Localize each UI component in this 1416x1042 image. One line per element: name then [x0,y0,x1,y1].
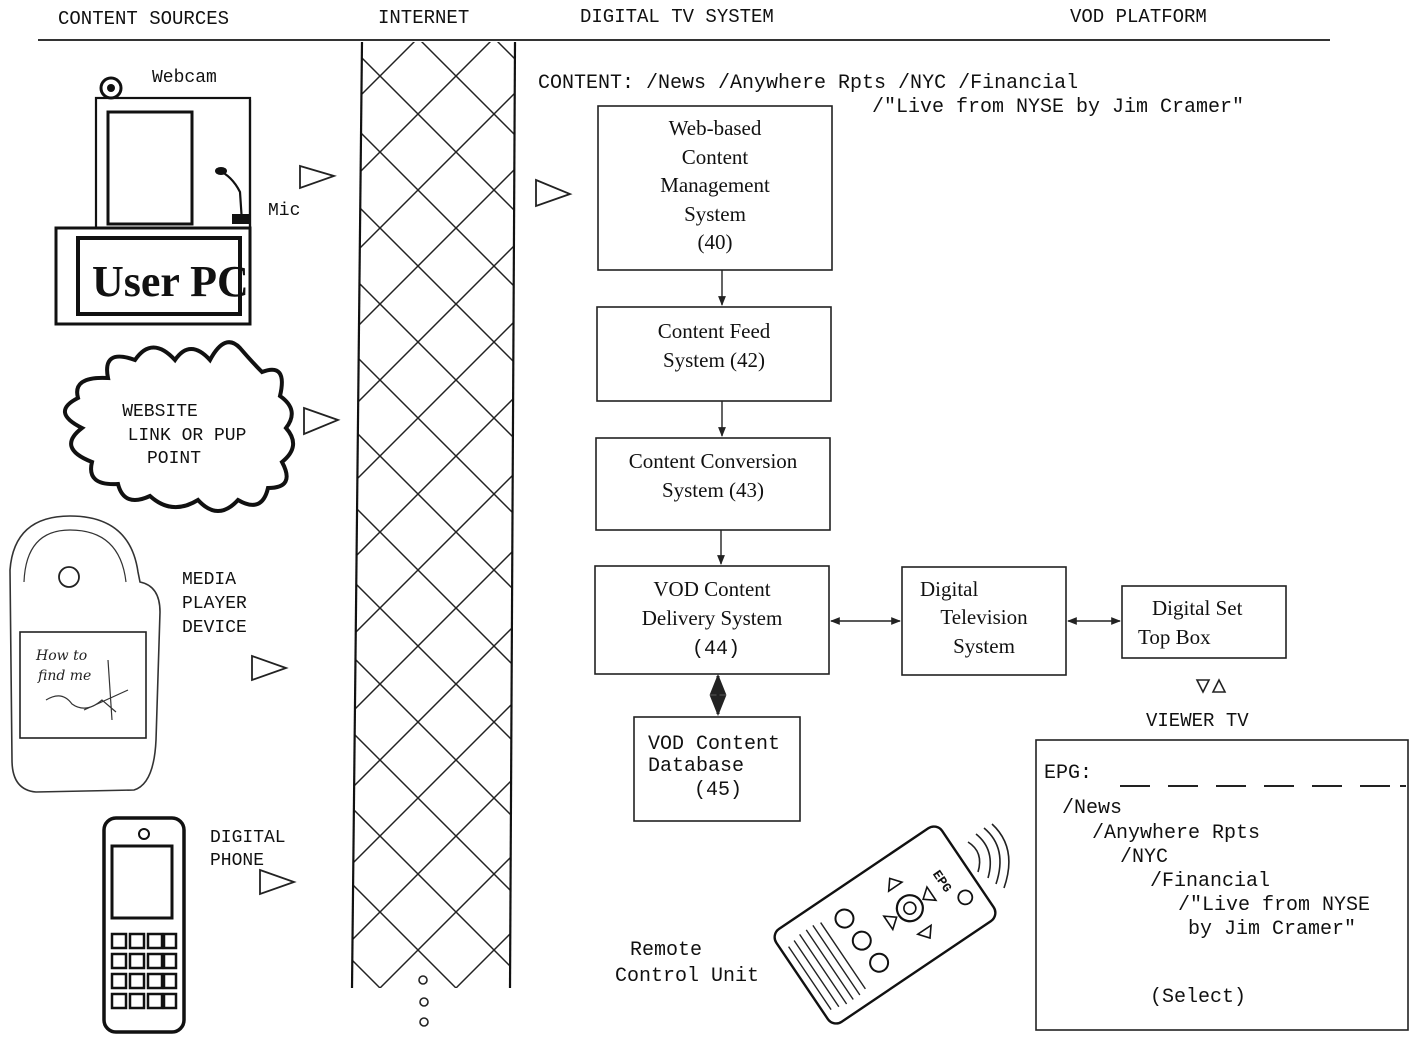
device-button-icon [58,566,80,588]
device-map-scribble [45,659,129,721]
stb-label-line1: Digital Set [1152,596,1243,620]
website-label-line3: POINT [147,449,201,469]
digital-tv-system-box: Digital Television System [901,566,1067,676]
cms-box: Web-based Content Management System (40) [597,105,833,271]
epg-item-financial[interactable]: /Financial [1150,870,1270,893]
media-player-label-line2: PLAYER [182,594,247,614]
remote-power-button[interactable] [956,888,975,907]
digital-phone-label-line1: DIGITAL [210,828,286,848]
device-screen-line2: find me [37,668,91,684]
media-to-internet-arrow [251,654,289,682]
media-player-label-line1: MEDIA [182,570,236,590]
phone-screen [110,844,174,920]
webcam-label: Webcam [152,68,217,88]
remote-stripes [788,922,866,1010]
content-conversion-box: Content Conversion System (43) [595,437,831,531]
remote-right-arrow-icon[interactable] [919,885,938,906]
cms-label-line3: Management [660,173,770,197]
media-player-label-line3: DEVICE [182,618,247,638]
phone-keypad [110,932,178,1010]
stb-label-line2: Top Box [1138,625,1211,649]
remote-button-3[interactable] [867,950,892,975]
header-internet: INTERNET [378,7,469,29]
remote-signal-waves-icon [967,823,1010,889]
database-label-line2: Database [648,755,744,778]
database-label-line1: VOD Content [648,733,780,756]
cms-label-line2: Content [682,145,749,169]
internet-to-cms-arrow [535,178,573,208]
feed-label-line2: System (42) [663,348,765,372]
monitor-screen [106,110,194,226]
dtv-label-line1: Digital [920,577,978,601]
epg-item-news[interactable]: /News [1062,797,1122,820]
content-line-1: CONTENT: /News /Anywhere Rpts /NYC /Fina… [538,72,1078,95]
viewer-tv-label: VIEWER TV [1146,710,1249,732]
digital-phone [102,816,186,1034]
epg-select-button[interactable]: (Select) [1150,986,1246,1009]
pc-label-plate [76,236,242,316]
content-line-2: /"Live from NYSE by Jim Cramer" [872,96,1244,119]
user-pc-label: User PC [92,257,249,306]
epg-item-jim-cramer[interactable]: by Jim Cramer" [1188,918,1356,941]
remote-label-line1: Remote [630,939,702,962]
remote-button-1[interactable] [832,906,857,931]
epg-item-anywhere-rpts[interactable]: /Anywhere Rpts [1092,822,1260,845]
dtv-label-line2: Television [940,605,1028,629]
remote-down-arrow-icon[interactable] [915,923,937,942]
website-label-line2: LINK OR PUP [128,426,247,446]
delivery-label-line1: VOD Content [653,577,770,601]
header-content-sources: CONTENT SOURCES [58,8,229,30]
viewer-tv-screen: EPG: /News /Anywhere Rpts /NYC /Financia… [1035,739,1409,1031]
user-pc: User PC [54,76,252,326]
epg-label: EPG: [1044,762,1092,785]
remote-up-arrow-icon[interactable] [883,874,904,893]
remote-left-arrow-icon[interactable] [882,911,901,932]
dtv-label-line3: System [953,634,1015,658]
phone-to-internet-arrow [259,868,297,896]
set-top-box: Digital Set Top Box [1121,585,1287,659]
phone-camera-icon [138,828,150,840]
mic-label: Mic [268,201,300,221]
remote-button-2[interactable] [849,928,874,953]
epg-item-nyc[interactable]: /NYC [1120,846,1168,869]
media-player-device: How to find me [9,515,161,793]
website-label-line1: WEBSITE [122,402,198,422]
cms-label-line1: Web-based [669,116,762,140]
mic-icon [215,167,250,224]
database-label-line3: (45) [694,779,742,802]
cms-label-line4: System [684,202,746,226]
vod-database-box: VOD Content Database (45) [633,716,801,822]
remote-control: EPG [773,825,997,1025]
digital-phone-label-line2: PHONE [210,851,264,871]
pc-to-internet-arrow [299,164,337,190]
conversion-label-line1: Content Conversion [629,449,798,473]
header-digital-tv-system: DIGITAL TV SYSTEM [580,6,774,28]
continuation-dots [418,975,429,1027]
feed-label-line1: Content Feed [658,319,771,343]
website-to-internet-arrow [303,406,341,436]
stb-tv-arrows [1195,678,1227,694]
conversion-label-line2: System (43) [662,478,764,502]
delivery-label-line3: (44) [692,638,740,661]
remote-label-line2: Control Unit [615,965,759,988]
website-burst-shape [63,340,295,513]
webcam-icon [99,76,123,100]
epg-item-live-from-nyse[interactable]: /"Live from NYSE [1178,894,1370,917]
content-feed-box: Content Feed System (42) [596,306,832,402]
header-vod-platform: VOD PLATFORM [1070,6,1207,28]
device-screen [19,631,147,739]
delivery-label-line2: Delivery System [642,606,783,630]
cms-label-line5: (40) [698,230,733,254]
device-screen-line1: How to [35,648,87,664]
internet-band [350,41,517,989]
vod-delivery-box: VOD Content Delivery System (44) [594,565,830,675]
